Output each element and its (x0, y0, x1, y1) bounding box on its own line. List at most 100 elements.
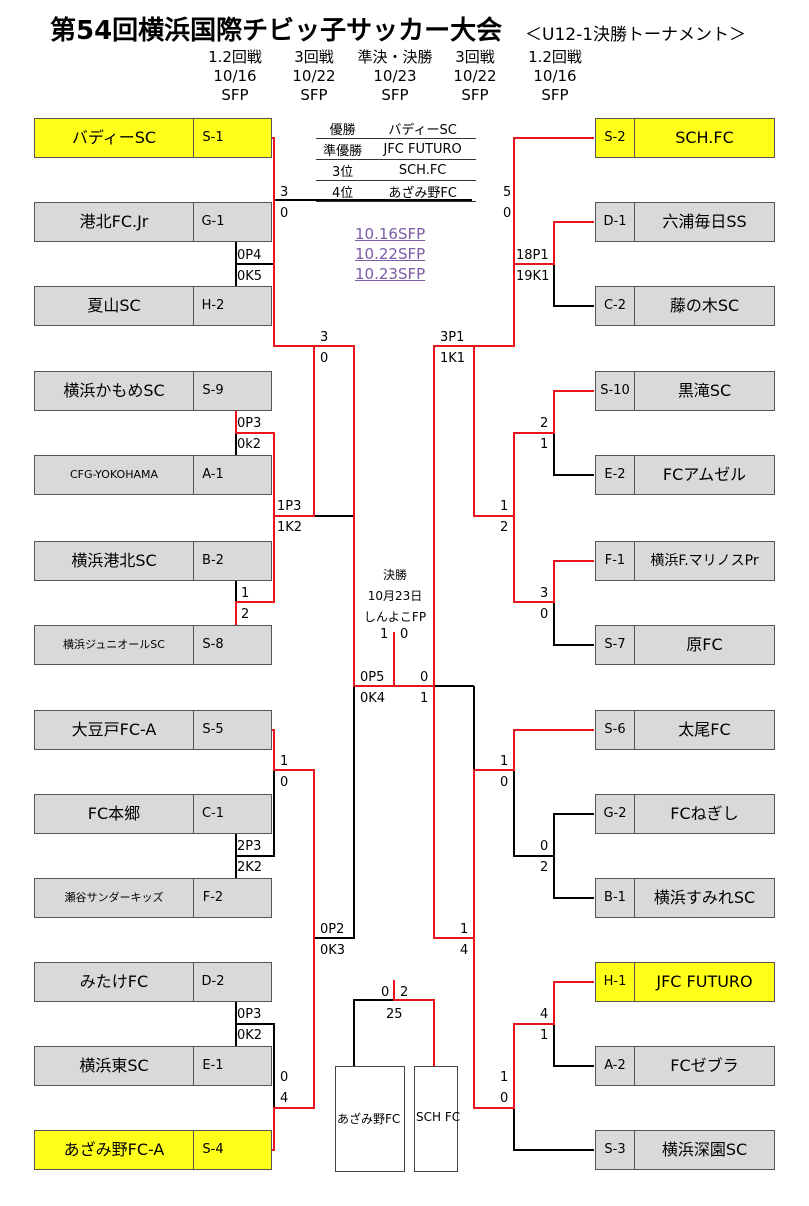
team-box: S-2 SCH.FC (595, 118, 775, 158)
score: 0 (500, 1091, 509, 1106)
score: 4 (540, 1007, 549, 1022)
team-name: 六浦毎日SS (662, 212, 747, 231)
result-team: バディーSC (369, 118, 476, 139)
team-seed: C-2 (596, 287, 635, 325)
team-name: FCアムゼル (662, 465, 747, 484)
score: 0K5 (237, 269, 263, 284)
score: 0 (420, 670, 429, 685)
team-box: あざみ野FC-A S-4 (34, 1130, 272, 1170)
team-box: G-2 FCねぎし (595, 794, 775, 834)
score: 3P1 (440, 330, 465, 345)
team-name: FC本郷 (35, 795, 194, 833)
team-name: 原FC (686, 635, 723, 654)
right-winner-lines (393, 137, 594, 1109)
score: 0K3 (320, 943, 346, 958)
result-place: 優勝 (316, 118, 370, 139)
score: 0 (320, 351, 329, 366)
team-name: 太尾FC (678, 720, 731, 739)
score: 0K4 (360, 691, 386, 706)
round-venue: SFP (300, 86, 328, 104)
venue-link[interactable]: 10.22SFP (355, 245, 426, 263)
round-header-center: 準決・決勝 10/23 SFP (350, 48, 440, 105)
round-name: 3回戦 (294, 48, 334, 66)
team-seed: B-1 (596, 879, 635, 917)
team-box: S-7 原FC (595, 625, 775, 665)
page-title: 第54回横浜国際チビッ子サッカー大会 (50, 16, 503, 46)
score: 1P3 (277, 499, 302, 514)
third-place-score-right: 2 (400, 985, 409, 1000)
venue-links: 10.16SFP 10.22SFP 10.23SFP (355, 224, 425, 284)
score: 1 (500, 1070, 509, 1085)
team-box: 横浜ジュニオールSC S-8 (34, 625, 272, 665)
team-name: 横浜港北SC (35, 542, 194, 580)
team-name: 横浜ジュニオールSC (35, 626, 194, 664)
results-table: 優勝 バディーSC 準優勝 JFC FUTURO 3位 SCH.FC 4位 あざ… (316, 118, 476, 202)
result-place: 4位 (316, 180, 370, 202)
team-seed: H-2 (201, 298, 225, 313)
score: 0P3 (237, 1007, 262, 1022)
team-seed: F-2 (202, 890, 224, 905)
score: 1K2 (277, 520, 303, 535)
team-seed: S-3 (596, 1131, 635, 1169)
score: 1 (540, 1028, 549, 1043)
third-place-box-left (335, 1066, 405, 1172)
round-header-right-2: 3回戦 10/22 SFP (430, 48, 520, 105)
team-seed: S-10 (596, 372, 635, 410)
round-date: 10/22 (453, 67, 497, 85)
team-name: みたけFC (35, 963, 194, 1001)
team-box: 夏山SC H-2 (34, 286, 272, 326)
team-box: 大豆戸FC-A S-5 (34, 710, 272, 750)
team-name: FCゼブラ (670, 1056, 739, 1075)
team-seed: S-1 (202, 130, 224, 145)
score: 5 (503, 185, 512, 200)
score: 1 (420, 691, 429, 706)
team-name: 横浜すみれSC (653, 888, 756, 907)
score: 0 (540, 839, 549, 854)
score: 0 (500, 775, 509, 790)
results-row: 4位 あざみ野FC (316, 180, 476, 202)
team-seed: E-2 (596, 456, 635, 494)
score: 0K2 (237, 1028, 263, 1043)
results-row: 3位 SCH.FC (316, 159, 476, 181)
page-subtitle: ＜U12-1決勝トーナメント＞ (525, 25, 747, 45)
team-seed: H-1 (596, 963, 635, 1001)
team-seed: S-7 (596, 626, 635, 664)
team-box: 横浜東SC E-1 (34, 1046, 272, 1086)
final-score-right: 0 (400, 627, 409, 642)
score: 1K1 (440, 351, 466, 366)
team-seed: S-9 (202, 383, 224, 398)
score: 4 (460, 943, 469, 958)
team-box: S-10 黒滝SC (595, 371, 775, 411)
score: 1 (460, 922, 469, 937)
team-box: 港北FC.Jr G-1 (34, 202, 272, 242)
team-seed: D-2 (201, 974, 225, 989)
score: 2P3 (237, 839, 262, 854)
team-box: C-2 藤の木SC (595, 286, 775, 326)
team-box: D-1 六浦毎日SS (595, 202, 775, 242)
score: 1 (280, 754, 289, 769)
team-seed: A-1 (202, 467, 224, 482)
team-seed: S-4 (202, 1142, 224, 1157)
team-seed: G-2 (596, 795, 635, 833)
score: 1 (241, 586, 250, 601)
team-seed: S-6 (596, 711, 635, 749)
venue-link[interactable]: 10.23SFP (355, 265, 426, 283)
score: 3 (280, 185, 289, 200)
result-place: 3位 (316, 159, 370, 181)
score: 2 (540, 416, 549, 431)
third-place-note: 25 (386, 1007, 403, 1022)
team-name: JFC FUTURO (656, 972, 753, 991)
round-venue: SFP (461, 86, 489, 104)
score: 2 (241, 607, 250, 622)
venue-link[interactable]: 10.16SFP (355, 225, 426, 243)
final-venue: しんよこFP (363, 610, 427, 624)
team-name: 横浜かもめSC (35, 372, 194, 410)
score: 0 (540, 607, 549, 622)
round-header-left-2: 3回戦 10/22 SFP (269, 48, 359, 105)
team-seed: G-1 (201, 214, 225, 229)
team-box: みたけFC D-2 (34, 962, 272, 1002)
round-date: 10/23 (373, 67, 417, 85)
round-header-right-1: 1.2回戦 10/16 SFP (510, 48, 600, 105)
team-box: B-1 横浜すみれSC (595, 878, 775, 918)
team-box: バディーSC S-1 (34, 118, 272, 158)
